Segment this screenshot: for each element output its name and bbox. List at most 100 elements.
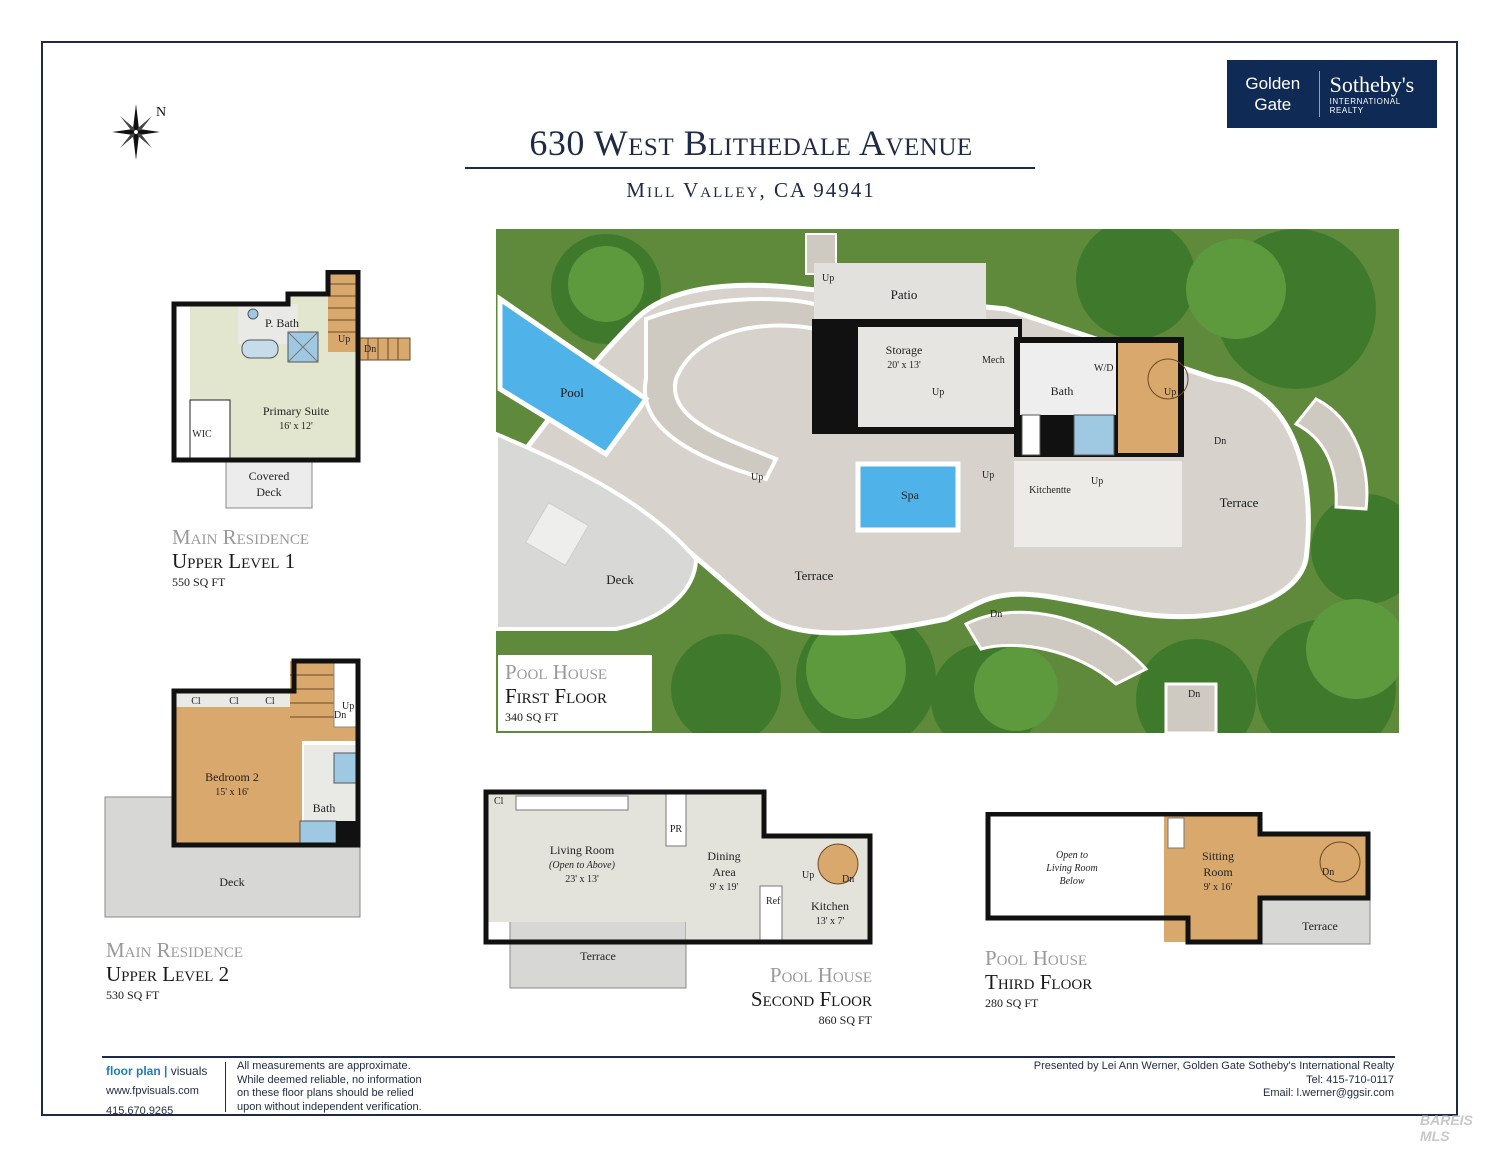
- level-name: First Floor: [505, 684, 607, 708]
- room-label-terrace-1: Terrace: [795, 568, 834, 583]
- room-dim-dining: 9' x 19': [710, 882, 739, 893]
- room-label-bath: Bath: [313, 801, 336, 815]
- stair-up-label-2: Up: [932, 387, 944, 398]
- room-label-pool: Pool: [560, 385, 584, 400]
- room-label-deck: Deck: [256, 485, 281, 499]
- disclaimer-line: All measurements are approximate.: [237, 1060, 411, 1072]
- title-underline: [465, 167, 1035, 169]
- stair-up-label: Up: [342, 701, 354, 712]
- agent-email[interactable]: Email: l.werner@ggsir.com: [1263, 1087, 1394, 1099]
- fpvisuals-phone: 415.670.9265: [106, 1105, 174, 1117]
- stair-dn-label-2: Dn: [990, 609, 1002, 620]
- property-title: 630 West Blithedale Avenue: [529, 123, 973, 163]
- stair-up-label: Up: [802, 870, 814, 881]
- room-label-pr: PR: [670, 824, 683, 835]
- room-label-bath: Bath: [1051, 384, 1074, 398]
- building-name: Main Residence: [172, 525, 310, 549]
- stair-dn-label-1: Dn: [1214, 436, 1226, 447]
- fpvisuals-brand-light: visuals: [170, 1064, 208, 1078]
- level-area: 860 SQ FT: [818, 1013, 872, 1027]
- room-dim-bedroom2: 15' x 16': [215, 787, 249, 798]
- logo-tagline: INTERNATIONAL REALTY: [1329, 97, 1401, 115]
- room-label-bedroom2: Bedroom 2: [205, 770, 259, 784]
- agent-credit: Presented by Lei Ann Werner, Golden Gate…: [1034, 1060, 1394, 1101]
- room-label-wd: W/D: [1094, 363, 1113, 374]
- stair-up-label-3: Up: [1164, 387, 1176, 398]
- disclaimer: All measurements are approximate. While …: [237, 1060, 477, 1114]
- stair-up-label-5: Up: [982, 470, 994, 481]
- room-dim-storage: 20' x 13': [887, 360, 921, 371]
- level-area: 340 SQ FT: [505, 710, 559, 724]
- fpvisuals-logo: floor plan | visuals: [106, 1064, 208, 1078]
- room-label-area: Area: [712, 865, 736, 879]
- level-area: 280 SQ FT: [985, 996, 1039, 1010]
- room-label-deck: Deck: [606, 572, 634, 587]
- footer-divider: [225, 1062, 226, 1112]
- room-label-wic: WIC: [192, 429, 212, 440]
- stair-dn-label: Dn: [334, 710, 346, 721]
- room-note-living: (Open to Above): [549, 860, 616, 871]
- room-label-terrace: Terrace: [580, 949, 616, 963]
- building-name: Main Residence: [106, 938, 244, 962]
- label-pool-house-third-floor: Pool House Third Floor 280 SQ FT: [985, 946, 1092, 1012]
- note-living-room: Living Room: [1045, 863, 1097, 874]
- room-label-sitting: Sitting: [1202, 849, 1234, 863]
- building-name: Pool House: [769, 963, 872, 987]
- agent-phone: Tel: 415-710-0117: [1306, 1073, 1394, 1086]
- room-label-room: Room: [1203, 865, 1233, 879]
- plan-upper-level-1: P. Bath Primary Suite 16' x 12' WIC Cove…: [171, 270, 411, 509]
- room-label-kitchen: Kitchen: [811, 899, 849, 913]
- presented-by: Presented by Lei Ann Werner, Golden Gate…: [1033, 1060, 1394, 1072]
- note-below: Below: [1060, 876, 1085, 887]
- room-label-patio: Patio: [891, 287, 918, 302]
- property-subtitle: Mill Valley, CA 94941: [626, 178, 876, 202]
- plan-upper-level-2: Cl Cl Cl Bedroom 2 15' x 16' Bath Deck U…: [104, 658, 361, 918]
- stair-dn-label: Dn: [1322, 867, 1334, 878]
- note-open-to: Open to: [1056, 850, 1088, 861]
- stair-dn-label: Dn: [842, 874, 854, 885]
- fpvisuals-brand: floor plan: [106, 1064, 161, 1078]
- room-label-pbath: P. Bath: [265, 316, 299, 330]
- room-label-kitchenette: Kitchentte: [1029, 485, 1071, 496]
- building-name: Pool House: [505, 660, 608, 684]
- plan-pool-house-second-floor: Cl Living Room (Open to Above) 23' x 13'…: [483, 789, 873, 989]
- level-name: Upper Level 1: [172, 549, 296, 573]
- disclaimer-line: upon without independent verification.: [237, 1100, 422, 1113]
- room-label-dining: Dining: [707, 849, 740, 863]
- logo-brand: Sotheby's: [1329, 72, 1415, 97]
- disclaimer-line: on these floor plans should be relied: [237, 1087, 414, 1099]
- disclaimer-line: While deemed reliable, no information: [237, 1073, 422, 1086]
- level-area: 530 SQ FT: [106, 988, 160, 1002]
- room-dim-living: 23' x 13': [565, 874, 599, 885]
- room-dim-sitting: 9' x 16': [1204, 882, 1233, 893]
- plan-pool-house-third-floor: Open to Living Room Below Sitting Room 9…: [985, 812, 1371, 945]
- room-label-ref: Ref: [766, 896, 781, 907]
- stair-up-label: Up: [338, 334, 350, 345]
- logo-line1: Golden: [1245, 74, 1301, 93]
- compass-north-label: N: [156, 105, 166, 120]
- label-upper-level-2: Main Residence Upper Level 2 530 SQ FT: [106, 938, 243, 1004]
- closet-label: Cl: [494, 796, 504, 807]
- closet-label-1: Cl: [191, 696, 201, 707]
- level-name: Second Floor: [750, 987, 872, 1011]
- stair-dn-label-3: Dn: [1188, 689, 1200, 700]
- fpvisuals-website[interactable]: www.fpvisuals.com: [106, 1085, 199, 1097]
- level-name: Upper Level 2: [106, 962, 230, 986]
- level-area: 550 SQ FT: [172, 575, 226, 589]
- room-label-deck: Deck: [219, 875, 244, 889]
- room-label-living: Living Room: [550, 843, 615, 857]
- stair-dn-label: Dn: [364, 344, 376, 355]
- closet-label-3: Cl: [265, 696, 275, 707]
- label-pool-house-second-floor: Pool House Second Floor 860 SQ FT: [700, 963, 872, 1029]
- room-label-covered: Covered: [249, 469, 290, 483]
- plan-pool-house-first-floor: Patio Storage 20' x 13' Mech Bath W/D Po…: [496, 229, 1399, 733]
- room-label-spa: Spa: [901, 488, 920, 502]
- room-label-terrace: Terrace: [1302, 919, 1338, 933]
- closet-label-2: Cl: [229, 696, 239, 707]
- footer-rule: [102, 1056, 1395, 1058]
- fpvisuals-credit: floor plan | visuals www.fpvisuals.com 4…: [106, 1061, 207, 1121]
- compass-rose-icon: N: [112, 104, 166, 160]
- room-label-storage: Storage: [886, 343, 923, 357]
- logo-line2: Gate: [1254, 95, 1292, 114]
